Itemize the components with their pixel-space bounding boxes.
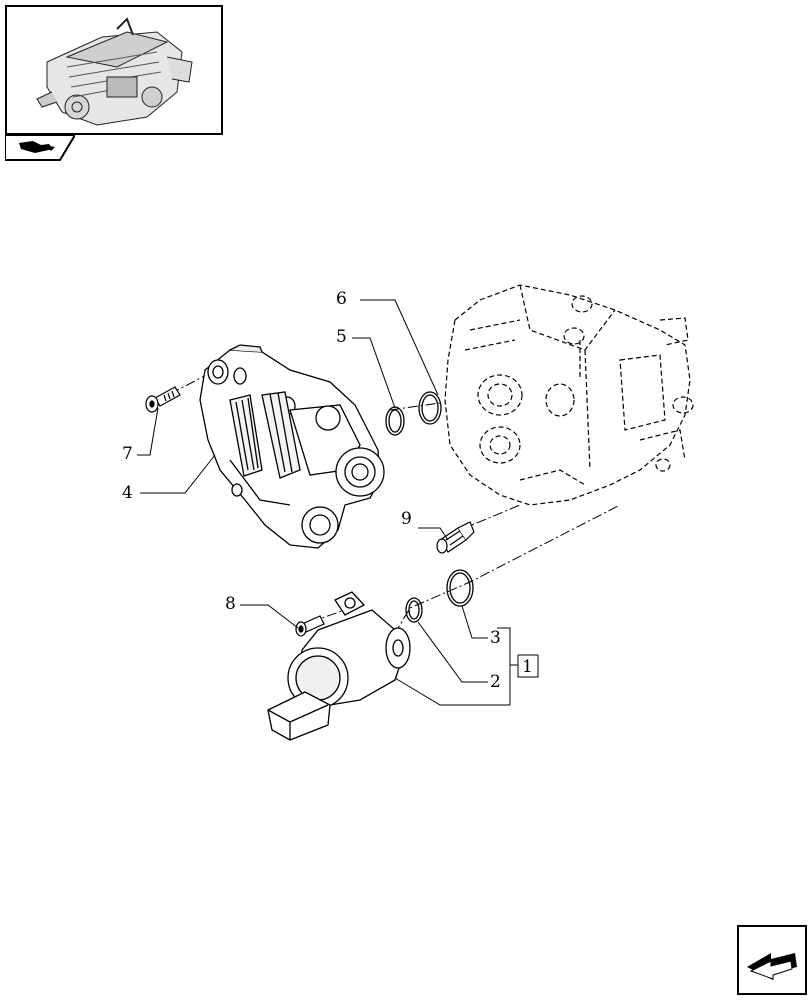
engine-thumbnail[interactable] bbox=[5, 5, 223, 135]
screw-8 bbox=[295, 615, 325, 637]
o-ring-3 bbox=[446, 569, 474, 607]
o-ring-6 bbox=[418, 391, 442, 425]
next-page-arrow-icon bbox=[737, 925, 807, 995]
callout-6[interactable]: 6 bbox=[336, 289, 347, 309]
callout-3[interactable]: 3 bbox=[490, 628, 501, 648]
pressure-regulator-valve bbox=[267, 591, 411, 741]
callout-1[interactable]: 1 bbox=[522, 657, 533, 677]
book-tab-icon bbox=[4, 134, 77, 161]
injection-pump-body bbox=[444, 284, 694, 506]
kit-reference-box bbox=[517, 654, 539, 678]
pump-head-housing bbox=[199, 344, 385, 549]
callout-4[interactable]: 4 bbox=[122, 483, 133, 503]
screw-7 bbox=[145, 386, 181, 413]
o-ring-5 bbox=[385, 406, 405, 436]
leader-lines bbox=[137, 299, 518, 706]
callout-5[interactable]: 5 bbox=[336, 327, 347, 347]
o-ring-2 bbox=[405, 597, 423, 623]
book-tab[interactable] bbox=[4, 134, 77, 161]
callout-2[interactable]: 2 bbox=[490, 672, 501, 692]
sensor-9 bbox=[436, 521, 475, 554]
engine-thumbnail-icon bbox=[36, 17, 193, 126]
callout-7[interactable]: 7 bbox=[122, 444, 133, 464]
next-page-button[interactable] bbox=[737, 925, 807, 995]
callout-8[interactable]: 8 bbox=[225, 594, 236, 614]
callout-9[interactable]: 9 bbox=[401, 509, 412, 529]
